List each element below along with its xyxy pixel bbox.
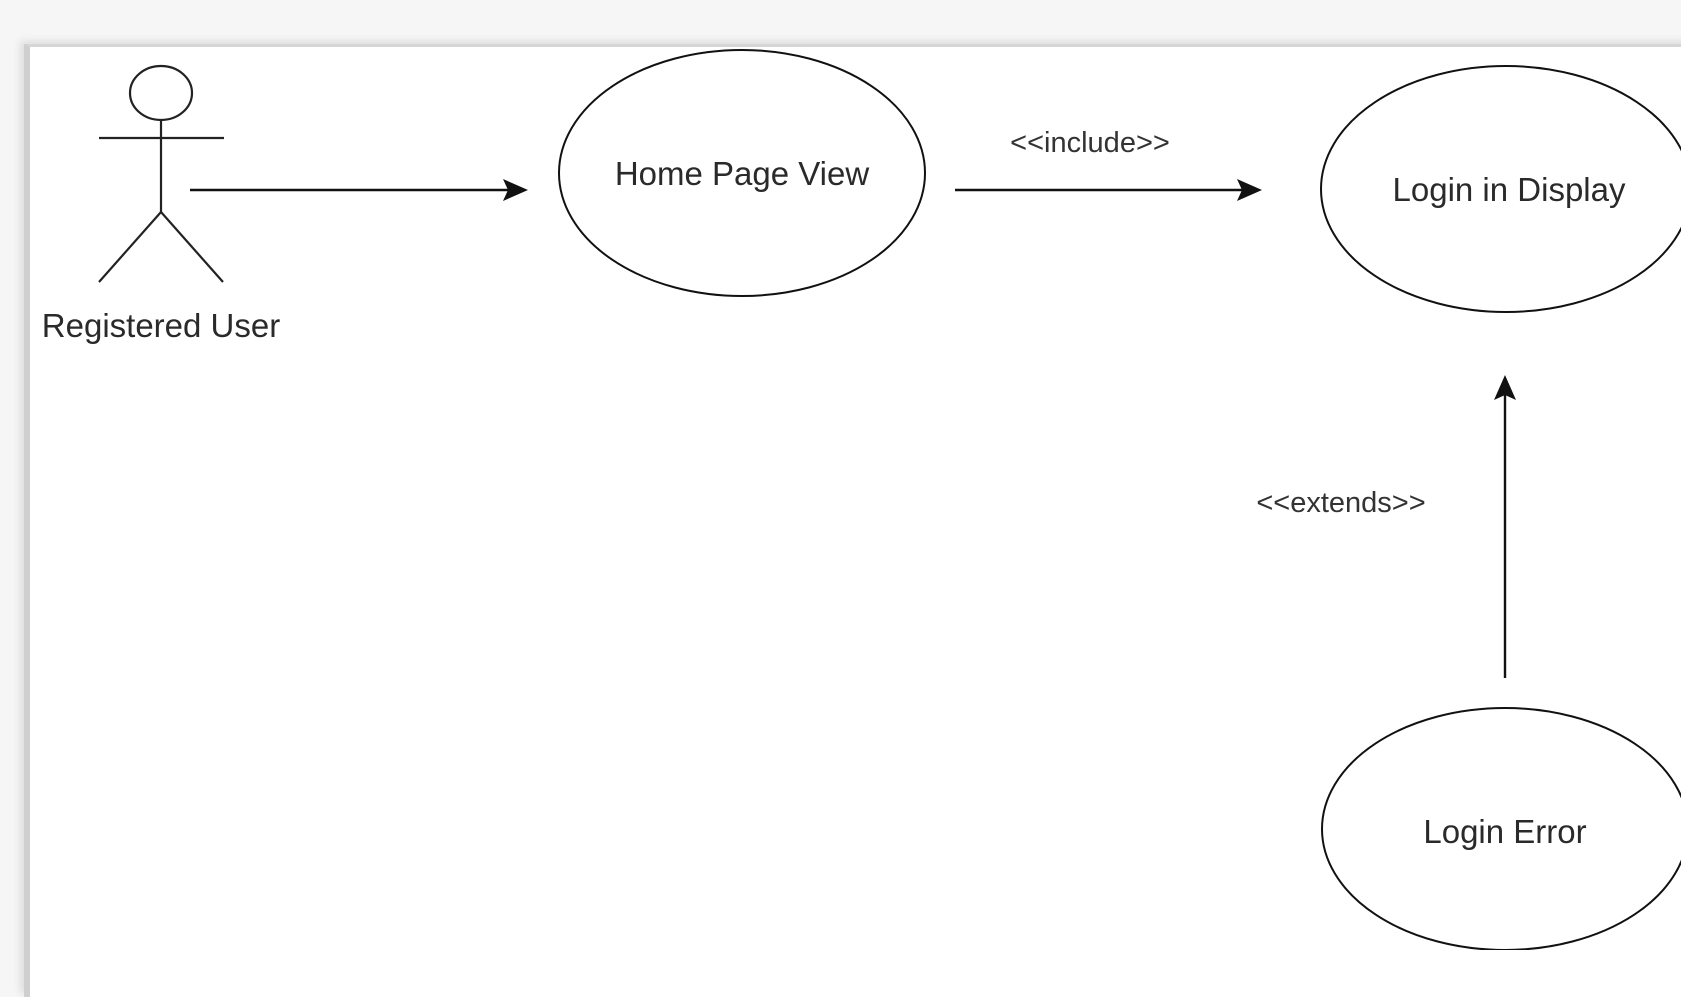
- extends-arrowhead: [1494, 375, 1516, 400]
- extends-relation[interactable]: <<extends>>: [1256, 375, 1516, 678]
- extends-label: <<extends>>: [1256, 487, 1425, 519]
- include-relation[interactable]: <<include>>: [955, 127, 1262, 201]
- use-case-diagram: Registered User Home Page View <<include…: [42, 49, 1681, 950]
- use-case-ellipse: [1320, 65, 1681, 313]
- actor-right-leg: [160, 211, 224, 283]
- use-case-login-error[interactable]: Login Error: [1321, 707, 1681, 950]
- use-case-label: Login in Display: [1393, 171, 1626, 208]
- include-label: <<include>>: [1010, 127, 1170, 159]
- actor-head: [128, 64, 194, 122]
- association-arrowhead: [503, 179, 528, 201]
- actor-label: Registered User: [42, 307, 280, 344]
- association-actor-home[interactable]: [190, 179, 528, 201]
- use-case-label: Home Page View: [615, 155, 870, 192]
- use-case-ellipse: [1321, 707, 1681, 950]
- use-case-login-in-display[interactable]: Login in Display: [1320, 65, 1681, 313]
- actor-left-leg: [98, 211, 162, 283]
- use-case-label: Login Error: [1423, 813, 1586, 850]
- include-arrowhead: [1237, 179, 1262, 201]
- actor-registered-user[interactable]: Registered User: [42, 64, 280, 344]
- use-case-ellipse: [558, 49, 926, 297]
- use-case-home-page-view[interactable]: Home Page View: [558, 49, 926, 297]
